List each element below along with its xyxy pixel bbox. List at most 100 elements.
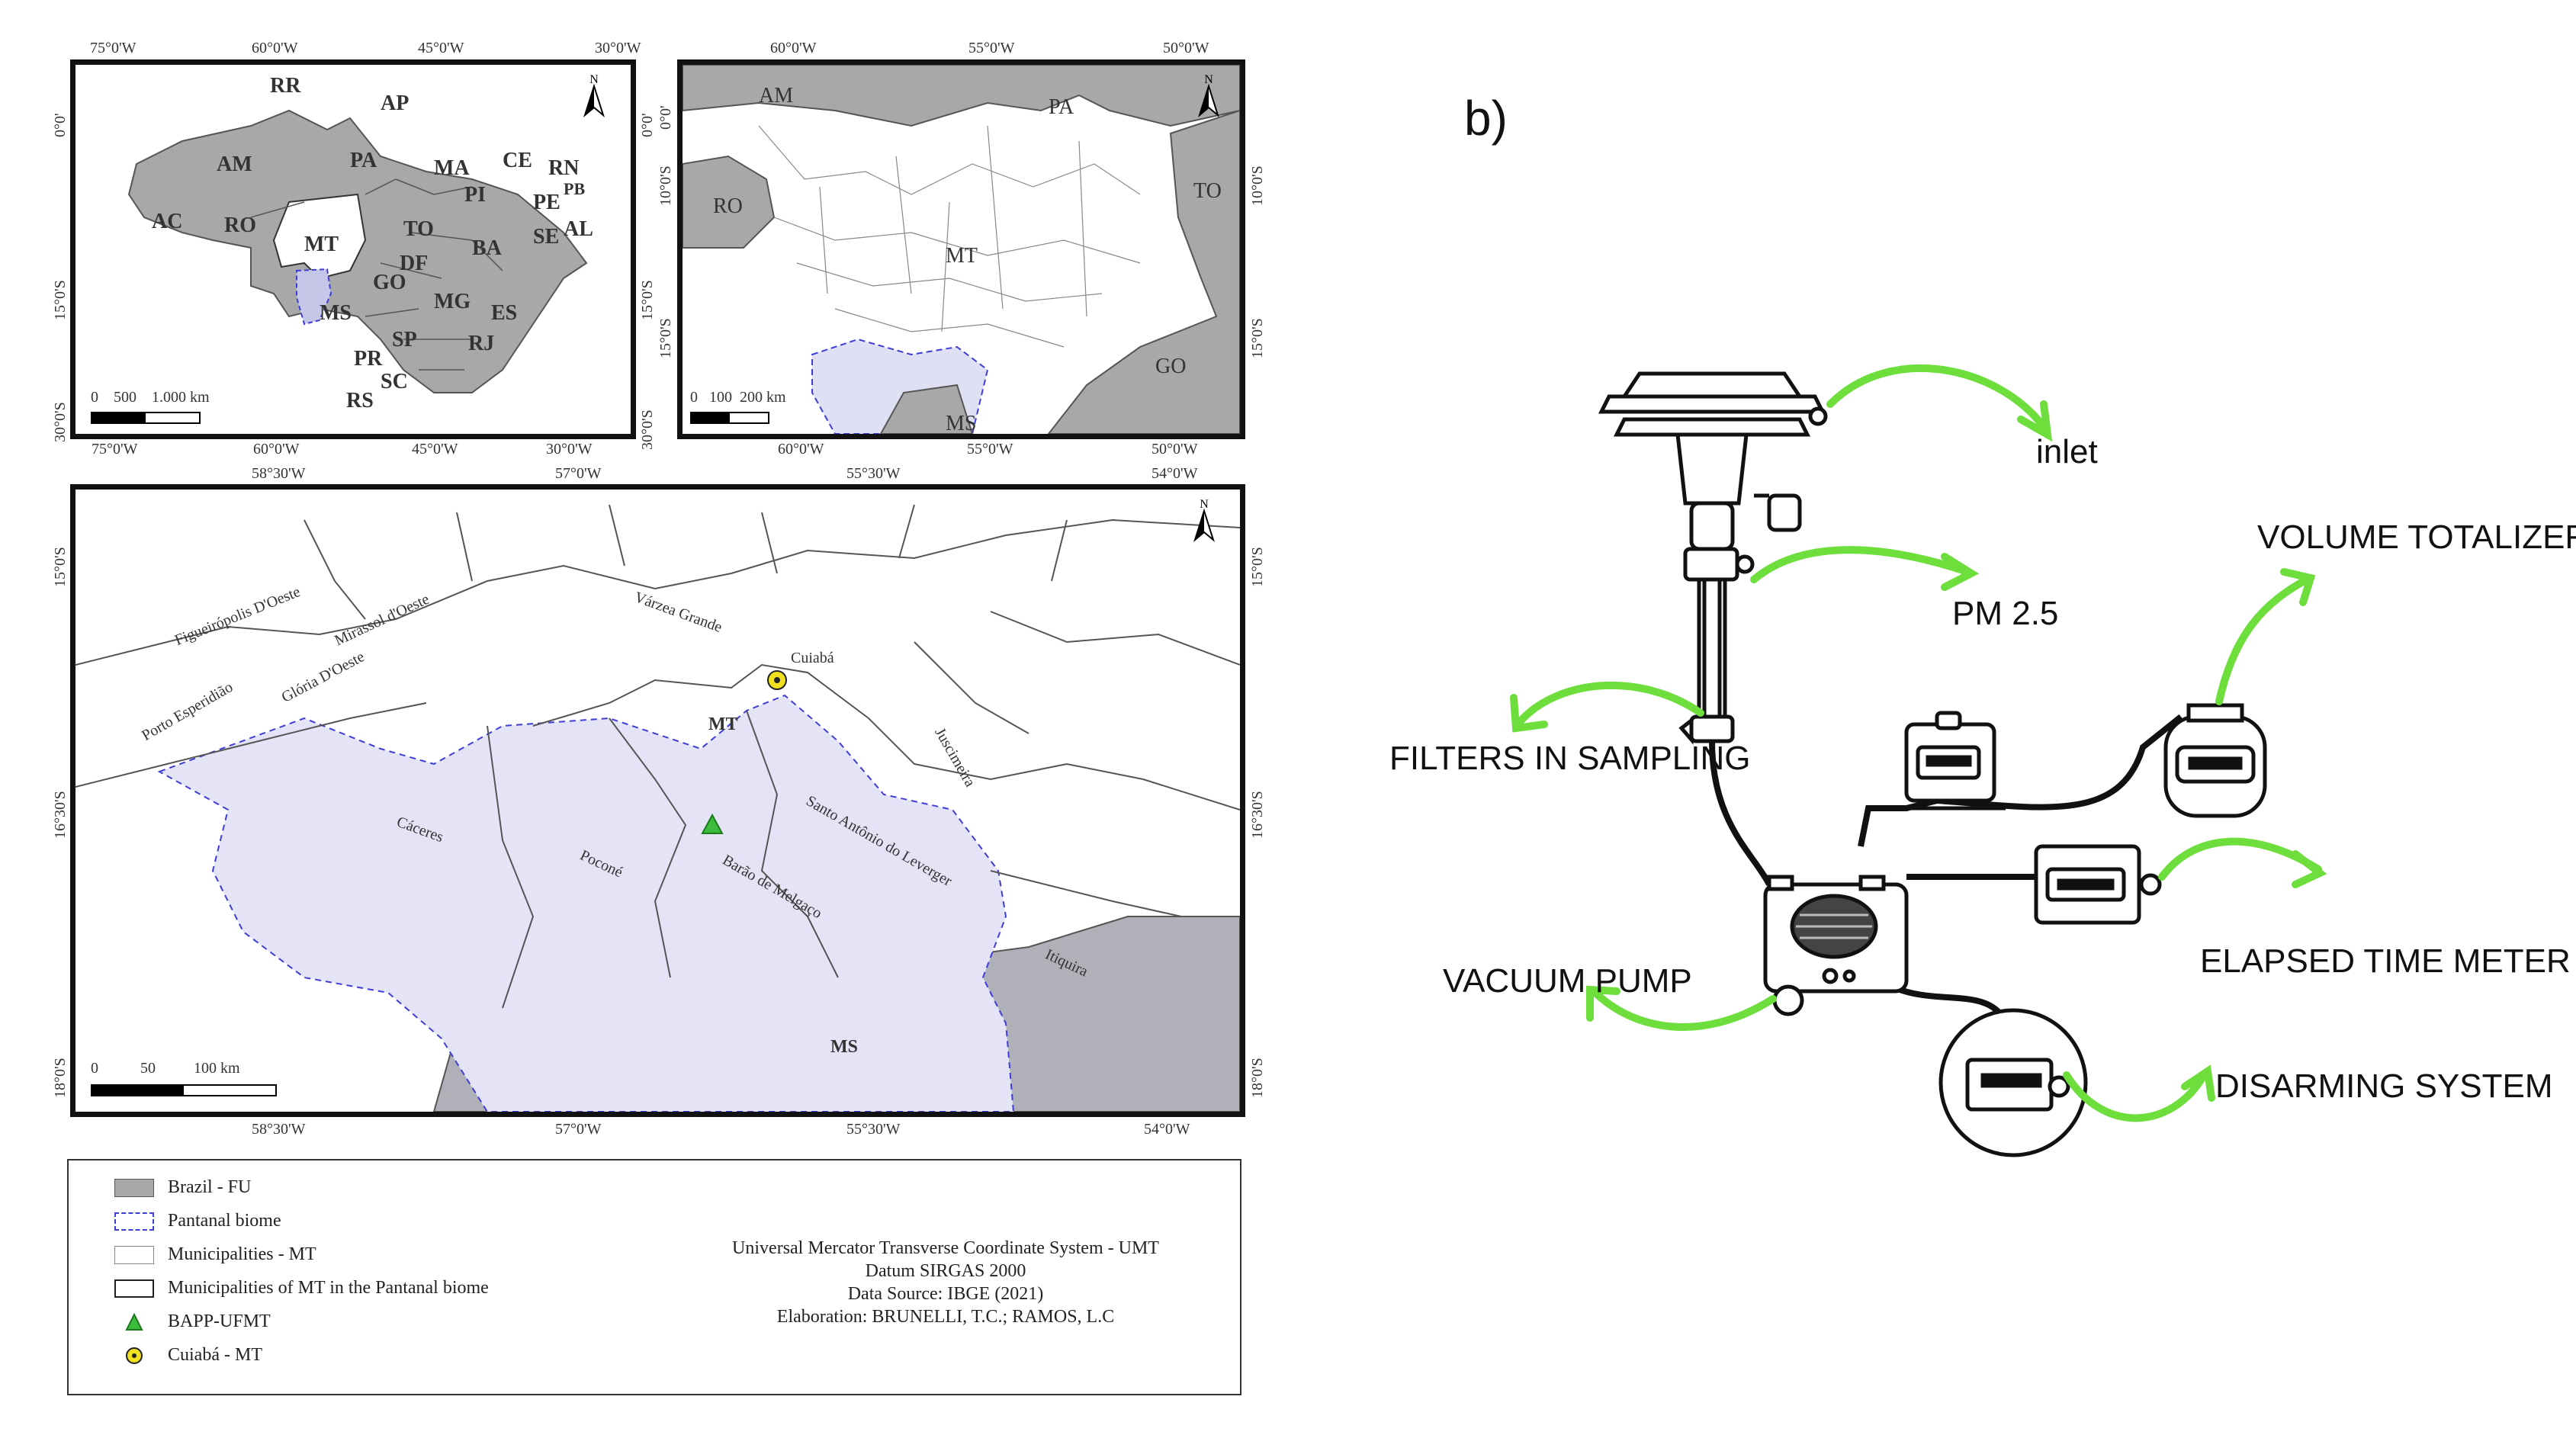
arrow-vacuum-head: [1586, 985, 1620, 1022]
map1-north-letter: N: [589, 73, 599, 86]
map2-top-tick-1: 60°0'W: [770, 40, 817, 56]
mt-label-am: AM: [759, 84, 794, 108]
arrow-disarming: [2063, 1071, 2208, 1122]
map1-left-tick-1: 0°0': [52, 113, 69, 137]
mt-label-ro: RO: [713, 194, 743, 218]
map-legend: Brazil - FU Pantanal biome Municipalitie…: [67, 1159, 1241, 1395]
timer-box-icon: [1891, 711, 2006, 811]
map2-top-tick-2: 55°0'W: [968, 40, 1015, 56]
pantanal-outline: [296, 268, 332, 326]
state-label-df: DF: [400, 252, 429, 275]
map3-north-arrow-icon: N: [1193, 498, 1215, 542]
mt-map-svg: [683, 65, 1240, 434]
state-label-mt: MT: [304, 233, 339, 256]
credit-line-2: Datum SIRGAS 2000: [865, 1261, 1026, 1281]
map3-bottom-tick-3: 55°30'W: [846, 1121, 901, 1138]
bapp-ufmt-marker-icon: [701, 814, 724, 834]
arrow-volume-head: [2280, 568, 2316, 606]
disarming-system-icon: [1938, 1008, 2088, 1157]
inlet-head-icon: [1598, 371, 1828, 532]
state-label-go: GO: [373, 271, 406, 294]
pantanal-detail-map: Figueirópolis D'Oeste Mirassol d'Oeste G…: [70, 484, 1245, 1117]
credit-line-3: Data Source: IBGE (2021): [847, 1284, 1044, 1304]
state-label-ce: CE: [503, 149, 532, 172]
state-label-ms: MS: [320, 301, 352, 325]
state-label-rr: RR: [270, 74, 301, 98]
map3-scale-bar: [91, 1084, 277, 1096]
map1-bottom-tick-2: 60°0'W: [253, 441, 300, 457]
legend-circle-icon: [126, 1347, 143, 1364]
mun-label-mt: MT: [708, 714, 738, 734]
map3-left-tick-1: 15°0'S: [52, 547, 69, 587]
map3-bottom-tick-4: 54°0'W: [1144, 1121, 1190, 1138]
volume-totalizer-icon: [2163, 703, 2267, 818]
state-label-pb: PB: [564, 179, 586, 198]
map3-bottom-tick-2: 57°0'W: [555, 1121, 602, 1138]
mt-label-to: TO: [1193, 179, 1222, 203]
credit-line-1: Universal Mercator Transverse Coordinate…: [732, 1238, 1159, 1258]
state-label-se: SE: [533, 225, 560, 249]
map3-right-tick-3: 18°0'S: [1249, 1058, 1266, 1098]
mt-neighbor-north: [683, 65, 1240, 127]
legend-item-brazil-fu: Brazil - FU: [114, 1177, 251, 1198]
map1-right-tick-1: 0°0': [639, 113, 656, 137]
mt-municipalities-lines: [75, 504, 1240, 1009]
elapsed-time-meter-icon: [2034, 844, 2162, 925]
state-label-rj: RJ: [468, 332, 495, 355]
legend-swatch-municipalities-mt: [114, 1245, 154, 1264]
map2-north-arrow-icon: N: [1198, 73, 1219, 117]
legend-swatch-pantanal: [114, 1212, 154, 1231]
map1-scale-text: 0 500 1.000 km: [91, 389, 210, 406]
arrow-inlet: [1826, 364, 2048, 431]
arrow-filters-head: [1510, 694, 1548, 733]
state-label-pe: PE: [533, 191, 560, 214]
arrow-elapsed-head: [2292, 850, 2327, 888]
map1-left-tick-3: 30°0'S: [52, 402, 69, 442]
legend-label-municipalities-pantanal: Municipalities of MT in the Pantanal bio…: [168, 1278, 489, 1298]
map2-bottom-tick-2: 55°0'W: [967, 441, 1013, 457]
map3-scale-text: 0 50 100 km: [91, 1060, 240, 1077]
map1-bottom-tick-3: 45°0'W: [412, 441, 458, 457]
map3-bottom-tick-1: 58°30'W: [252, 1121, 306, 1138]
mun-label-cuiaba: Cuiabá: [791, 650, 834, 666]
label-filters: FILTERS IN SAMPLING: [1389, 740, 1751, 777]
state-label-rs: RS: [346, 389, 374, 413]
legend-triangle-icon: [125, 1312, 143, 1331]
vacuum-pump-icon: [1763, 875, 1909, 1016]
map1-left-tick-2: 15°0'S: [52, 280, 69, 320]
pantanal-map-svg: [75, 504, 1240, 1112]
arrow-volume: [2215, 576, 2311, 705]
map2-north-letter: N: [1204, 73, 1213, 86]
label-inlet: inlet: [2036, 433, 2098, 470]
map2-right-tick-2: 15°0'S: [1249, 318, 1266, 358]
map1-scale-bar: [91, 412, 201, 424]
map3-north-letter: N: [1200, 498, 1209, 511]
legend-item-municipalities-pantanal: Municipalities of MT in the Pantanal bio…: [114, 1278, 489, 1299]
legend-item-pantanal: Pantanal biome: [114, 1211, 281, 1231]
map3-top-tick-3: 55°30'W: [846, 465, 901, 482]
map-credits: Universal Mercator Transverse Coordinate…: [717, 1237, 1174, 1328]
map2-right-tick-1: 10°0'S: [1249, 165, 1266, 206]
state-label-ap: AP: [381, 91, 410, 115]
state-label-pi: PI: [464, 183, 486, 207]
map1-north-arrow-icon: N: [583, 73, 605, 117]
state-label-ro: RO: [224, 213, 256, 237]
legend-label-municipalities-mt: Municipalities - MT: [168, 1244, 316, 1264]
cuiaba-marker-icon: [767, 670, 787, 690]
map2-top-tick-3: 50°0'W: [1163, 40, 1209, 56]
map3-left-tick-2: 16°30'S: [52, 791, 69, 839]
brazil-map-svg: [127, 109, 588, 393]
state-label-am: AM: [217, 152, 252, 176]
map1-top-tick-3: 45°0'W: [418, 40, 464, 56]
mt-label-mt: MT: [946, 244, 978, 268]
mt-label-ms: MS: [946, 412, 977, 435]
state-label-pa: PA: [350, 149, 377, 172]
arrow-elapsed: [2158, 837, 2322, 881]
credit-line-4: Elaboration: BRUNELLI, T.C.; RAMOS, L.C: [776, 1307, 1115, 1327]
map2-scale-text: 0 100 200 km: [690, 389, 786, 406]
sampler-diagram: [1510, 364, 2327, 1157]
state-label-rn: RN: [548, 156, 580, 180]
arrow-vacuum: [1590, 987, 1777, 1031]
legend-item-municipalities-mt: Municipalities - MT: [114, 1244, 316, 1265]
label-disarming-system: DISARMING SYSTEM: [2215, 1067, 2553, 1105]
